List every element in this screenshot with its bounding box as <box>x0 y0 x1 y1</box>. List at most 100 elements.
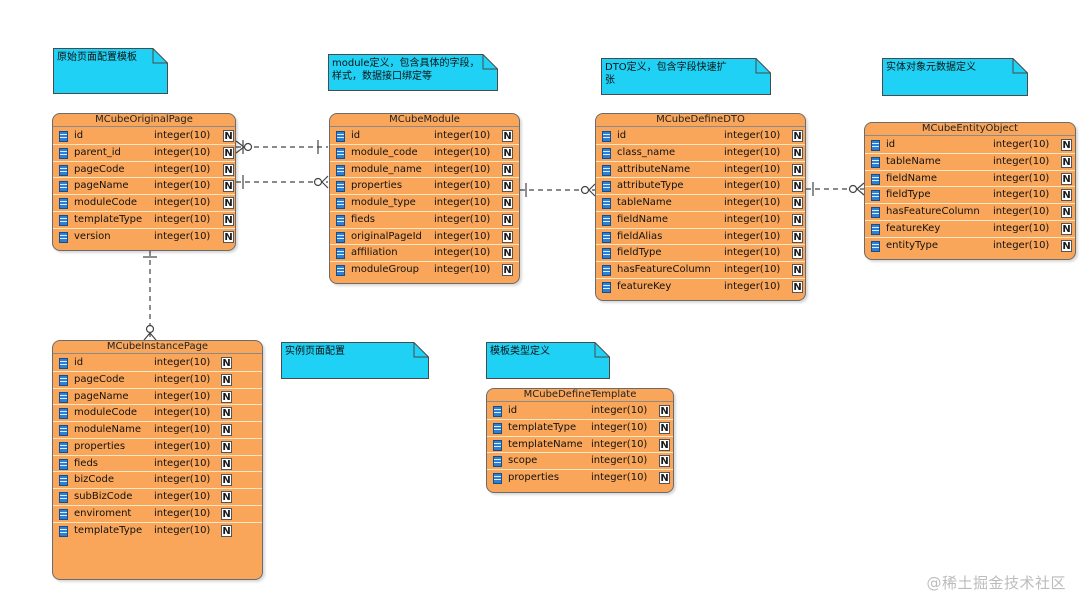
field-type: integer(10) <box>724 280 781 292</box>
note-original-page[interactable]: 原始页面配置模板 <box>53 48 168 94</box>
not-null-flag: N <box>659 472 670 484</box>
not-null-flag: N <box>792 247 803 260</box>
not-null-flag: N <box>502 130 513 142</box>
note-entity-object[interactable]: 实体对象元数据定义 <box>882 58 1028 96</box>
note-dto[interactable]: DTO定义，包含字段快速扩张 <box>601 58 771 95</box>
entity-title: MCubeDefineTemplate <box>487 389 673 402</box>
field-name: entityType <box>886 239 938 251</box>
entity-title: MCubeModule <box>330 114 519 127</box>
field-icon <box>59 231 68 243</box>
field-type: integer(10) <box>154 474 211 486</box>
not-null-flag: N <box>223 230 234 243</box>
note-instance-page[interactable]: 实例页面配置 <box>281 342 429 379</box>
field-name: id <box>74 357 84 368</box>
not-null-flag: N <box>502 247 513 260</box>
crowfoot-marker <box>235 140 245 154</box>
not-null-flag: N <box>659 405 670 417</box>
field-type: integer(10) <box>993 239 1050 251</box>
field-type: integer(10) <box>434 130 491 141</box>
field-icon <box>59 492 68 503</box>
not-null-flag: N <box>221 390 232 403</box>
note-text: module定义，包含具体的字段，样式，数据接口绑定等 <box>332 58 480 82</box>
note-module[interactable]: module定义，包含具体的字段，样式，数据接口绑定等 <box>328 54 498 91</box>
field-type: integer(10) <box>154 180 211 192</box>
not-null-flag: N <box>792 146 803 159</box>
field-name: templateType <box>74 524 143 536</box>
field-type: integer(10) <box>993 206 1050 217</box>
note-shape <box>281 342 429 379</box>
field-name: class_name <box>617 146 676 158</box>
field-name: module_name <box>351 163 422 175</box>
crowfoot-marker <box>588 183 596 197</box>
field-icon <box>59 425 68 436</box>
not-null-flag: N <box>1061 139 1072 151</box>
not-null-flag: N <box>792 197 803 209</box>
field-type: integer(10) <box>724 130 781 141</box>
field-type: integer(10) <box>724 146 781 158</box>
field-type: integer(10) <box>434 230 491 242</box>
field-type: integer(10) <box>154 373 211 385</box>
field-icon <box>59 374 68 386</box>
note-template-type[interactable]: 模板类型定义 <box>486 342 610 379</box>
not-null-flag: N <box>659 438 670 451</box>
field-type: integer(10) <box>724 230 781 242</box>
field-row[interactable]: class_name integer(10) N <box>596 145 805 162</box>
optional-circle <box>145 324 155 334</box>
field-type: integer(10) <box>154 491 211 502</box>
